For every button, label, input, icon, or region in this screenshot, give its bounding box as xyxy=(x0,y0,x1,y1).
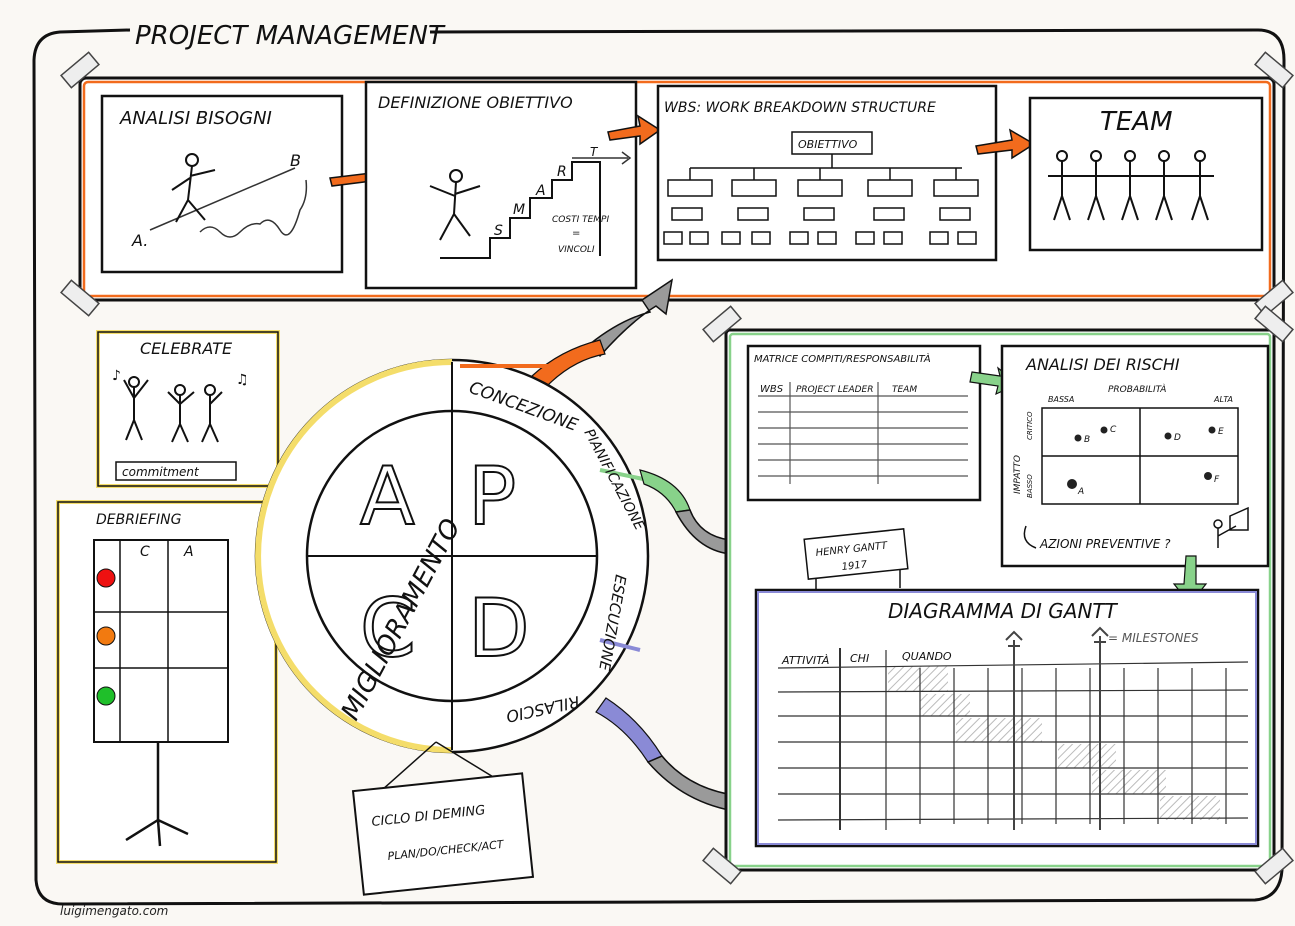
matrice-col3: TEAM xyxy=(892,385,917,395)
azioni-preventive: AZIONI PREVENTIVE ? xyxy=(1039,537,1171,551)
gantt-title: DIAGRAMMA DI GANTT xyxy=(888,599,1119,623)
dancing-figures-icon xyxy=(123,376,223,443)
matrice-title: MATRICE COMPITI/RESPONSABILITÀ xyxy=(754,352,931,365)
orange-dot xyxy=(96,626,116,646)
analisi-title: ANALISI BISOGNI xyxy=(119,108,272,129)
gantt-legend: = MILESTONES xyxy=(1108,631,1199,645)
wbs-title: WBS: WORK BREAKDOWN STRUCTURE xyxy=(664,100,936,116)
commitment-banner: commitment xyxy=(122,465,200,479)
rischi-title: ANALISI DEI RISCHI xyxy=(1025,355,1180,374)
wbs-root: OBIETTIVO xyxy=(798,138,858,151)
outer-frame xyxy=(32,28,1286,906)
debriefing-title: DEBRIEFING xyxy=(96,512,182,528)
matrice-col1: WBS xyxy=(760,384,784,395)
main-title: PROJECT MANAGEMENT xyxy=(135,21,446,51)
easel-stand xyxy=(125,742,189,847)
presenter-icon xyxy=(1213,506,1249,548)
step-r: R xyxy=(557,164,567,180)
step-s: S xyxy=(494,223,503,239)
deming-wheel xyxy=(254,358,650,754)
point-a-risk: A xyxy=(1077,487,1084,497)
rischi-x-high: ALTA xyxy=(1213,395,1233,404)
point-e-risk: E xyxy=(1218,427,1224,437)
team-figures-icon xyxy=(1048,150,1214,221)
blue-ribbon xyxy=(595,697,663,763)
col-a: A xyxy=(183,544,194,560)
tape-corners-right xyxy=(702,305,1294,885)
credit-link[interactable]: luigimengato.com xyxy=(60,904,169,918)
note-costi: COSTI TEMPI xyxy=(552,215,609,225)
letter-a: A xyxy=(360,450,415,543)
music-note-icon-2: ♫ xyxy=(236,372,249,388)
point-c-risk: C xyxy=(1110,425,1117,435)
rischi-x-label: PROBABILITÀ xyxy=(1108,383,1166,395)
point-b-risk: B xyxy=(1084,435,1090,445)
stairs xyxy=(440,161,601,259)
matrice-col2: PROJECT LEADER xyxy=(796,385,873,395)
rischi-y-high: CRITICO xyxy=(1026,411,1034,440)
henry-sign xyxy=(803,528,909,590)
letter-d: D xyxy=(468,582,530,675)
definizione-title: DEFINIZIONE OBIETTIVO xyxy=(378,93,573,112)
green-ribbon xyxy=(639,469,691,513)
orange-arrow-2 xyxy=(607,114,662,146)
risk-points xyxy=(1067,426,1216,489)
milestone-icon xyxy=(1005,626,1109,830)
gantt-col2: CHI xyxy=(850,652,869,665)
gray-arrow-top xyxy=(588,278,674,358)
note-eq: = xyxy=(572,228,580,239)
step-a: A xyxy=(535,183,546,199)
celebrate-title: CELEBRATE xyxy=(140,339,233,358)
point-a: A. xyxy=(131,231,148,250)
gantt-col1: ATTIVITÀ xyxy=(781,654,829,667)
segment-miglioramento-band xyxy=(255,359,453,753)
definizione-box xyxy=(364,80,638,290)
letter-c: C xyxy=(360,582,416,675)
team-title: TEAM xyxy=(1100,107,1173,137)
walking-figure-icon xyxy=(171,153,216,223)
rischi-y-low: BASSO xyxy=(1026,474,1034,498)
team-box xyxy=(1028,96,1264,252)
point-d-risk: D xyxy=(1174,433,1181,443)
music-note-icon: ♪ xyxy=(112,368,121,384)
orange-ribbon xyxy=(531,339,606,389)
rischi-y-label: IMPATTO xyxy=(1013,455,1023,494)
note-vincoli: VINCOLI xyxy=(558,245,595,255)
point-f-risk: F xyxy=(1214,475,1220,485)
scribble-icon xyxy=(199,179,308,238)
red-dot xyxy=(96,568,116,588)
col-c: C xyxy=(140,544,150,560)
wbs-box xyxy=(656,84,998,262)
wbs-tree xyxy=(663,154,979,245)
rischi-x-low: BASSA xyxy=(1048,395,1074,404)
climbing-figure-icon xyxy=(429,169,481,241)
debriefing-board xyxy=(93,539,229,743)
green-dot xyxy=(96,686,116,706)
matrice-box xyxy=(746,344,982,502)
henry-line2: 1917 xyxy=(841,559,868,573)
step-m: M xyxy=(513,202,525,218)
gantt-col3: QUANDO xyxy=(902,650,952,663)
orange-arrow-3 xyxy=(975,128,1036,160)
gantt-shading xyxy=(888,666,1220,820)
point-b: B xyxy=(290,151,301,170)
step-t: T xyxy=(590,145,599,159)
letter-p: P xyxy=(468,450,516,543)
